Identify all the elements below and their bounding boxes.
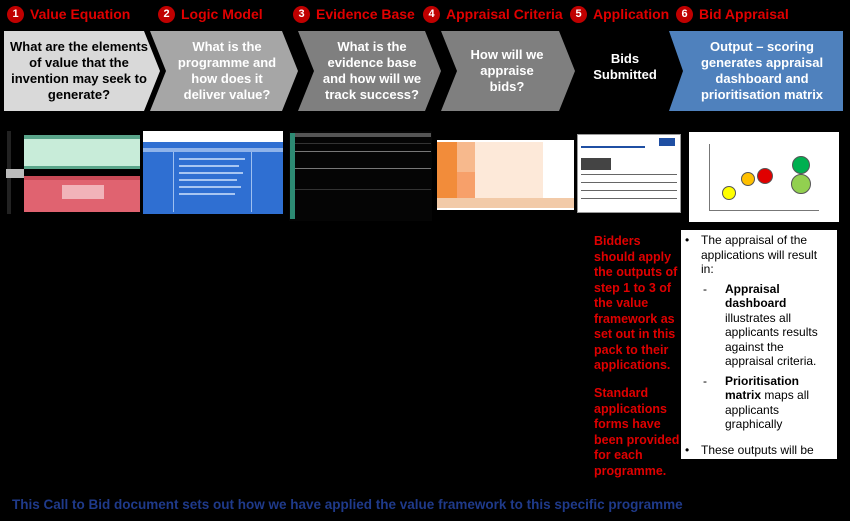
- step-3-header: 3 Evidence Base: [293, 4, 415, 24]
- step-6-badge: 6: [676, 5, 693, 23]
- appraisal-outputs-panel: • The appraisal of the applications will…: [681, 230, 837, 459]
- bidders-note: Bidders should apply the outputs of step…: [594, 234, 678, 372]
- step-5-title: Application: [593, 6, 670, 22]
- chevron-bid-appraisal-text: Output – scoring generates appraisal das…: [700, 39, 824, 102]
- step-3-title: Evidence Base: [316, 6, 415, 22]
- step-4-badge: 4: [423, 5, 440, 23]
- chevron-logic-model: What is the programme and how does it de…: [150, 31, 298, 111]
- step-1-header: 1 Value Equation: [7, 4, 130, 24]
- step-6-title: Bid Appraisal: [699, 6, 789, 22]
- step-6-header: 6 Bid Appraisal: [676, 4, 789, 24]
- standard-forms-note: Standard applications forms have been pr…: [594, 386, 680, 478]
- step-4-title: Appraisal Criteria: [446, 6, 563, 22]
- step-2-badge: 2: [158, 5, 175, 23]
- chevron-evidence-base-text: What is the evidence base and how will w…: [322, 39, 422, 102]
- dashboard-sub-bullet: - Appraisal dashboard illustrates all ap…: [681, 277, 837, 369]
- step-2-title: Logic Model: [181, 6, 263, 22]
- appraisal-closing-text: These outputs will be: [701, 442, 814, 457]
- chevron-bid-appraisal: Output – scoring generates appraisal das…: [669, 31, 843, 111]
- chevron-value-equation-text: What are the elements of value that the …: [10, 39, 148, 102]
- dash-icon: -: [703, 281, 707, 296]
- appraisal-intro-text: The appraisal of the applications will r…: [701, 233, 818, 276]
- step-1-badge: 1: [7, 5, 24, 23]
- value-equation-thumbnail: [6, 131, 141, 214]
- dashboard-rest-text: illustrates all applicants results again…: [725, 310, 818, 369]
- matrix-sub-bullet: - Prioritisation matrix maps all applica…: [681, 369, 837, 432]
- step-5-header: 5 Application: [570, 4, 669, 24]
- footer-note: This Call to Bid document sets out how w…: [12, 497, 683, 512]
- step-2-header: 2 Logic Model: [158, 4, 263, 24]
- step-1-title: Value Equation: [30, 6, 131, 22]
- appraisal-criteria-thumbnail: [437, 140, 574, 210]
- chevron-evidence-base: What is the evidence base and how will w…: [298, 31, 441, 111]
- chevron-appraisal-criteria: How will we appraise bids?: [441, 31, 575, 111]
- dash-icon: -: [703, 373, 707, 388]
- step-4-header: 4 Appraisal Criteria: [423, 4, 563, 24]
- matrix-rest-text: maps all applicants graphically: [725, 388, 810, 431]
- chevron-value-equation: What are the elements of value that the …: [4, 31, 160, 111]
- evidence-base-thumbnail: [289, 131, 432, 221]
- prioritisation-matrix-thumbnail: [689, 132, 839, 222]
- logic-model-thumbnail: [143, 131, 283, 214]
- chevron-appraisal-criteria-text: How will we appraise bids?: [470, 47, 544, 94]
- step-5-badge: 5: [570, 5, 587, 23]
- bullet-icon: •: [685, 442, 690, 457]
- bids-submitted-label: Bids Submitted: [593, 51, 657, 82]
- step-3-badge: 3: [293, 5, 310, 23]
- dashboard-bold-text: Appraisal dashboard: [725, 281, 787, 311]
- appraisal-intro-bullet: • The appraisal of the applications will…: [681, 230, 837, 277]
- chevron-logic-model-text: What is the programme and how does it de…: [177, 39, 277, 102]
- bullet-icon: •: [685, 233, 690, 247]
- application-form-thumbnail: [577, 134, 681, 213]
- closing-bullet: • These outputs will be: [681, 432, 837, 458]
- matrix-bold-text: Prioritisation matrix: [725, 373, 800, 403]
